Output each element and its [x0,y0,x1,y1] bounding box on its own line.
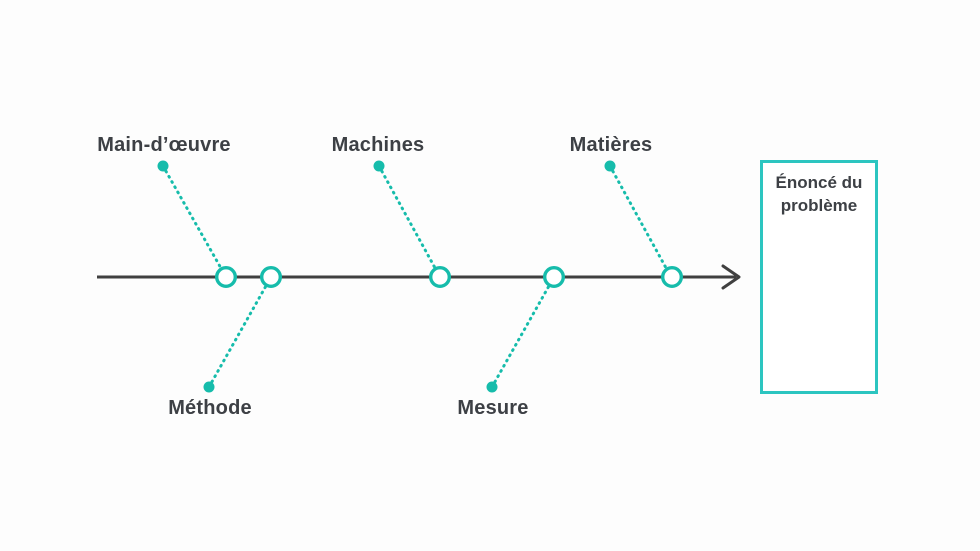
spine-node-circle [429,266,452,289]
cause-dot-mesure [486,381,498,393]
cause-dot-methode [203,381,215,393]
arrowhead-icon [721,264,741,290]
cause-dot-machines [373,160,385,172]
cause-dot-matieres [604,160,616,172]
cause-label-matieres: Matières [569,134,653,156]
spine-node-circle [260,266,283,289]
branch-line-mesure [490,275,556,389]
spine-node-circle [661,266,684,289]
branch-line-machines [377,164,442,279]
branch-line-methode [207,275,273,389]
problem-statement-box: Énoncé du problème [760,160,878,394]
cause-dot-main-doeuvre [157,160,169,172]
cause-label-machines: Machines [331,134,425,156]
spine-node-circle [543,266,566,289]
spine-node-circle [214,266,237,289]
cause-label-methode: Méthode [168,397,252,419]
branch-line-main-doeuvre [161,164,228,279]
cause-label-main-doeuvre: Main-d’œuvre [97,134,231,156]
cause-label-mesure: Mesure [457,397,529,419]
problem-statement-label: Énoncé du problème [775,173,863,216]
branch-line-matieres [608,164,673,279]
